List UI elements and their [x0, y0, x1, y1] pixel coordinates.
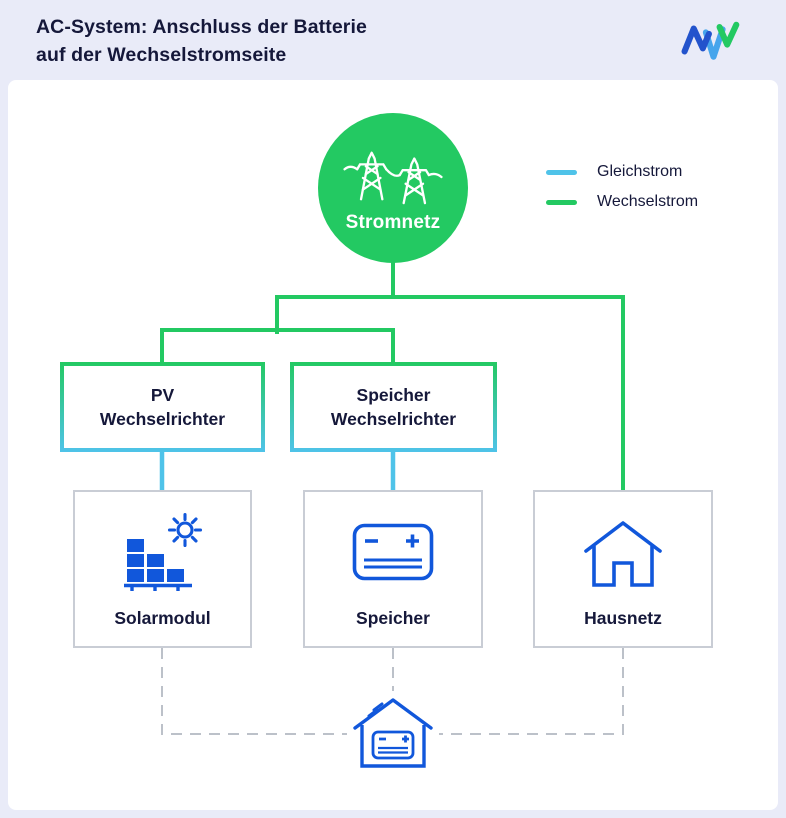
grid-node-label: Stromnetz: [345, 211, 441, 233]
box-hausnetz-label: Hausnetz: [584, 608, 662, 628]
label-line: Wechselrichter: [330, 409, 457, 429]
box-solarmodul-label: Solarmodul: [114, 608, 211, 628]
dc-line-swatch-icon: [546, 169, 577, 175]
grid-node-stromnetz: Stromnetz: [318, 113, 468, 263]
ac-line-swatch-icon: [546, 199, 577, 205]
label-line: PV: [150, 385, 175, 405]
page-title-line2: auf der Wechselstromseite: [36, 44, 287, 66]
page-title-line1: AC-System: Anschluss der Batterie: [36, 16, 367, 38]
box-pv-wechselrichter-label: PV Wechselrichter: [64, 366, 261, 448]
legend-item-wechselstrom: Wechselstrom: [546, 192, 698, 212]
box-solarmodul: Solarmodul: [73, 490, 252, 648]
page-title: AC-System: Anschluss der Batterie auf de…: [36, 13, 367, 69]
box-hausnetz: Hausnetz: [533, 490, 713, 648]
box-speicher: Speicher: [303, 490, 483, 648]
legend: Gleichstrom Wechselstrom: [546, 162, 698, 222]
legend-item-gleichstrom: Gleichstrom: [546, 162, 698, 182]
power-pylons-icon: [343, 151, 443, 204]
mvv-logo-icon: [681, 21, 740, 60]
battery-icon: [351, 509, 435, 595]
box-speicher-label: Speicher: [356, 608, 430, 628]
solar-panel-sun-icon: [117, 509, 209, 595]
box-speicher-wechselrichter: Speicher Wechselrichter: [290, 362, 497, 452]
label-line: Speicher: [356, 385, 431, 405]
house-with-battery-icon: [353, 698, 433, 768]
label-line: Wechselrichter: [99, 409, 226, 429]
legend-label: Wechselstrom: [597, 193, 699, 210]
legend-label: Gleichstrom: [597, 163, 683, 180]
box-pv-wechselrichter: PV Wechselrichter: [60, 362, 265, 452]
box-speicher-wechselrichter-label: Speicher Wechselrichter: [294, 366, 493, 448]
house-icon: [581, 509, 665, 595]
